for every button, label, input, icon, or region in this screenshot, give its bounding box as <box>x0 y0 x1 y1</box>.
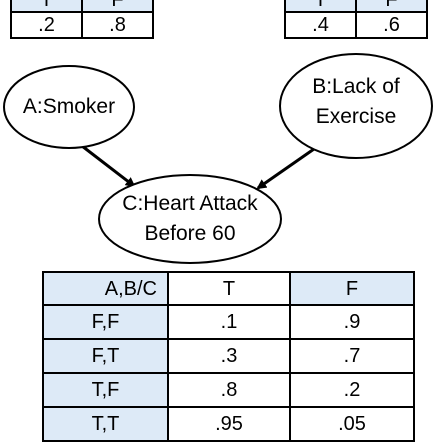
edge-a-to-c <box>81 144 136 188</box>
cpt-header-condition: A,B/C <box>42 271 169 306</box>
node-a-label: A:Smoker <box>4 92 134 122</box>
node-c-ellipse <box>98 174 282 264</box>
cpt-row-value-t: .1 <box>167 304 291 340</box>
node-c-line-2: Before 60 <box>144 222 236 245</box>
node-a-ellipse <box>3 65 135 149</box>
cpt-row-value-t: .95 <box>167 406 291 442</box>
prior-a-value-f: .8 <box>81 11 154 39</box>
node-b-label: B:Lack of Exercise <box>280 72 432 132</box>
cpt-row-value-t: .8 <box>167 372 291 408</box>
cpt-row-condition: F,T <box>42 338 169 374</box>
prior-a-value-t: .2 <box>10 11 83 39</box>
cpt-row-condition: T,F <box>42 372 169 408</box>
cpt-row-condition: T,T <box>42 406 169 442</box>
prior-b-header-f: F <box>355 0 428 13</box>
edge-b-to-c <box>256 147 315 190</box>
node-b-line-1: B:Lack of <box>312 75 400 98</box>
cpt-row-condition: F,F <box>42 304 169 340</box>
prior-b-value-t: .4 <box>284 11 357 39</box>
prior-a-header-t: T <box>10 0 83 13</box>
node-c-line-1: C:Heart Attack <box>122 192 258 215</box>
cpt-table-c: A,B/C T F F,F .1 .9 F,T .3 .7 T,F .8 .2 … <box>42 271 415 442</box>
cpt-row-value-t: .3 <box>167 338 291 374</box>
cpt-row-value-f: .2 <box>289 372 415 408</box>
cpt-row-value-f: .05 <box>289 406 415 442</box>
cpt-row-value-f: .7 <box>289 338 415 374</box>
node-a-line-1: A:Smoker <box>22 95 116 118</box>
node-c-label: C:Heart Attack Before 60 <box>99 189 281 249</box>
prior-b-value-f: .6 <box>355 11 428 39</box>
prior-a-header-f: F <box>81 0 154 13</box>
prior-b-header-t: T <box>284 0 357 13</box>
cpt-header-f: F <box>289 271 415 306</box>
node-b-line-2: Exercise <box>315 105 397 128</box>
prior-table-b: T F .4 .6 <box>284 0 428 39</box>
cpt-header-t: T <box>167 271 291 306</box>
prior-table-a: T F .2 .8 <box>10 0 154 39</box>
cpt-row-value-f: .9 <box>289 304 415 340</box>
node-b-ellipse <box>279 53 433 159</box>
